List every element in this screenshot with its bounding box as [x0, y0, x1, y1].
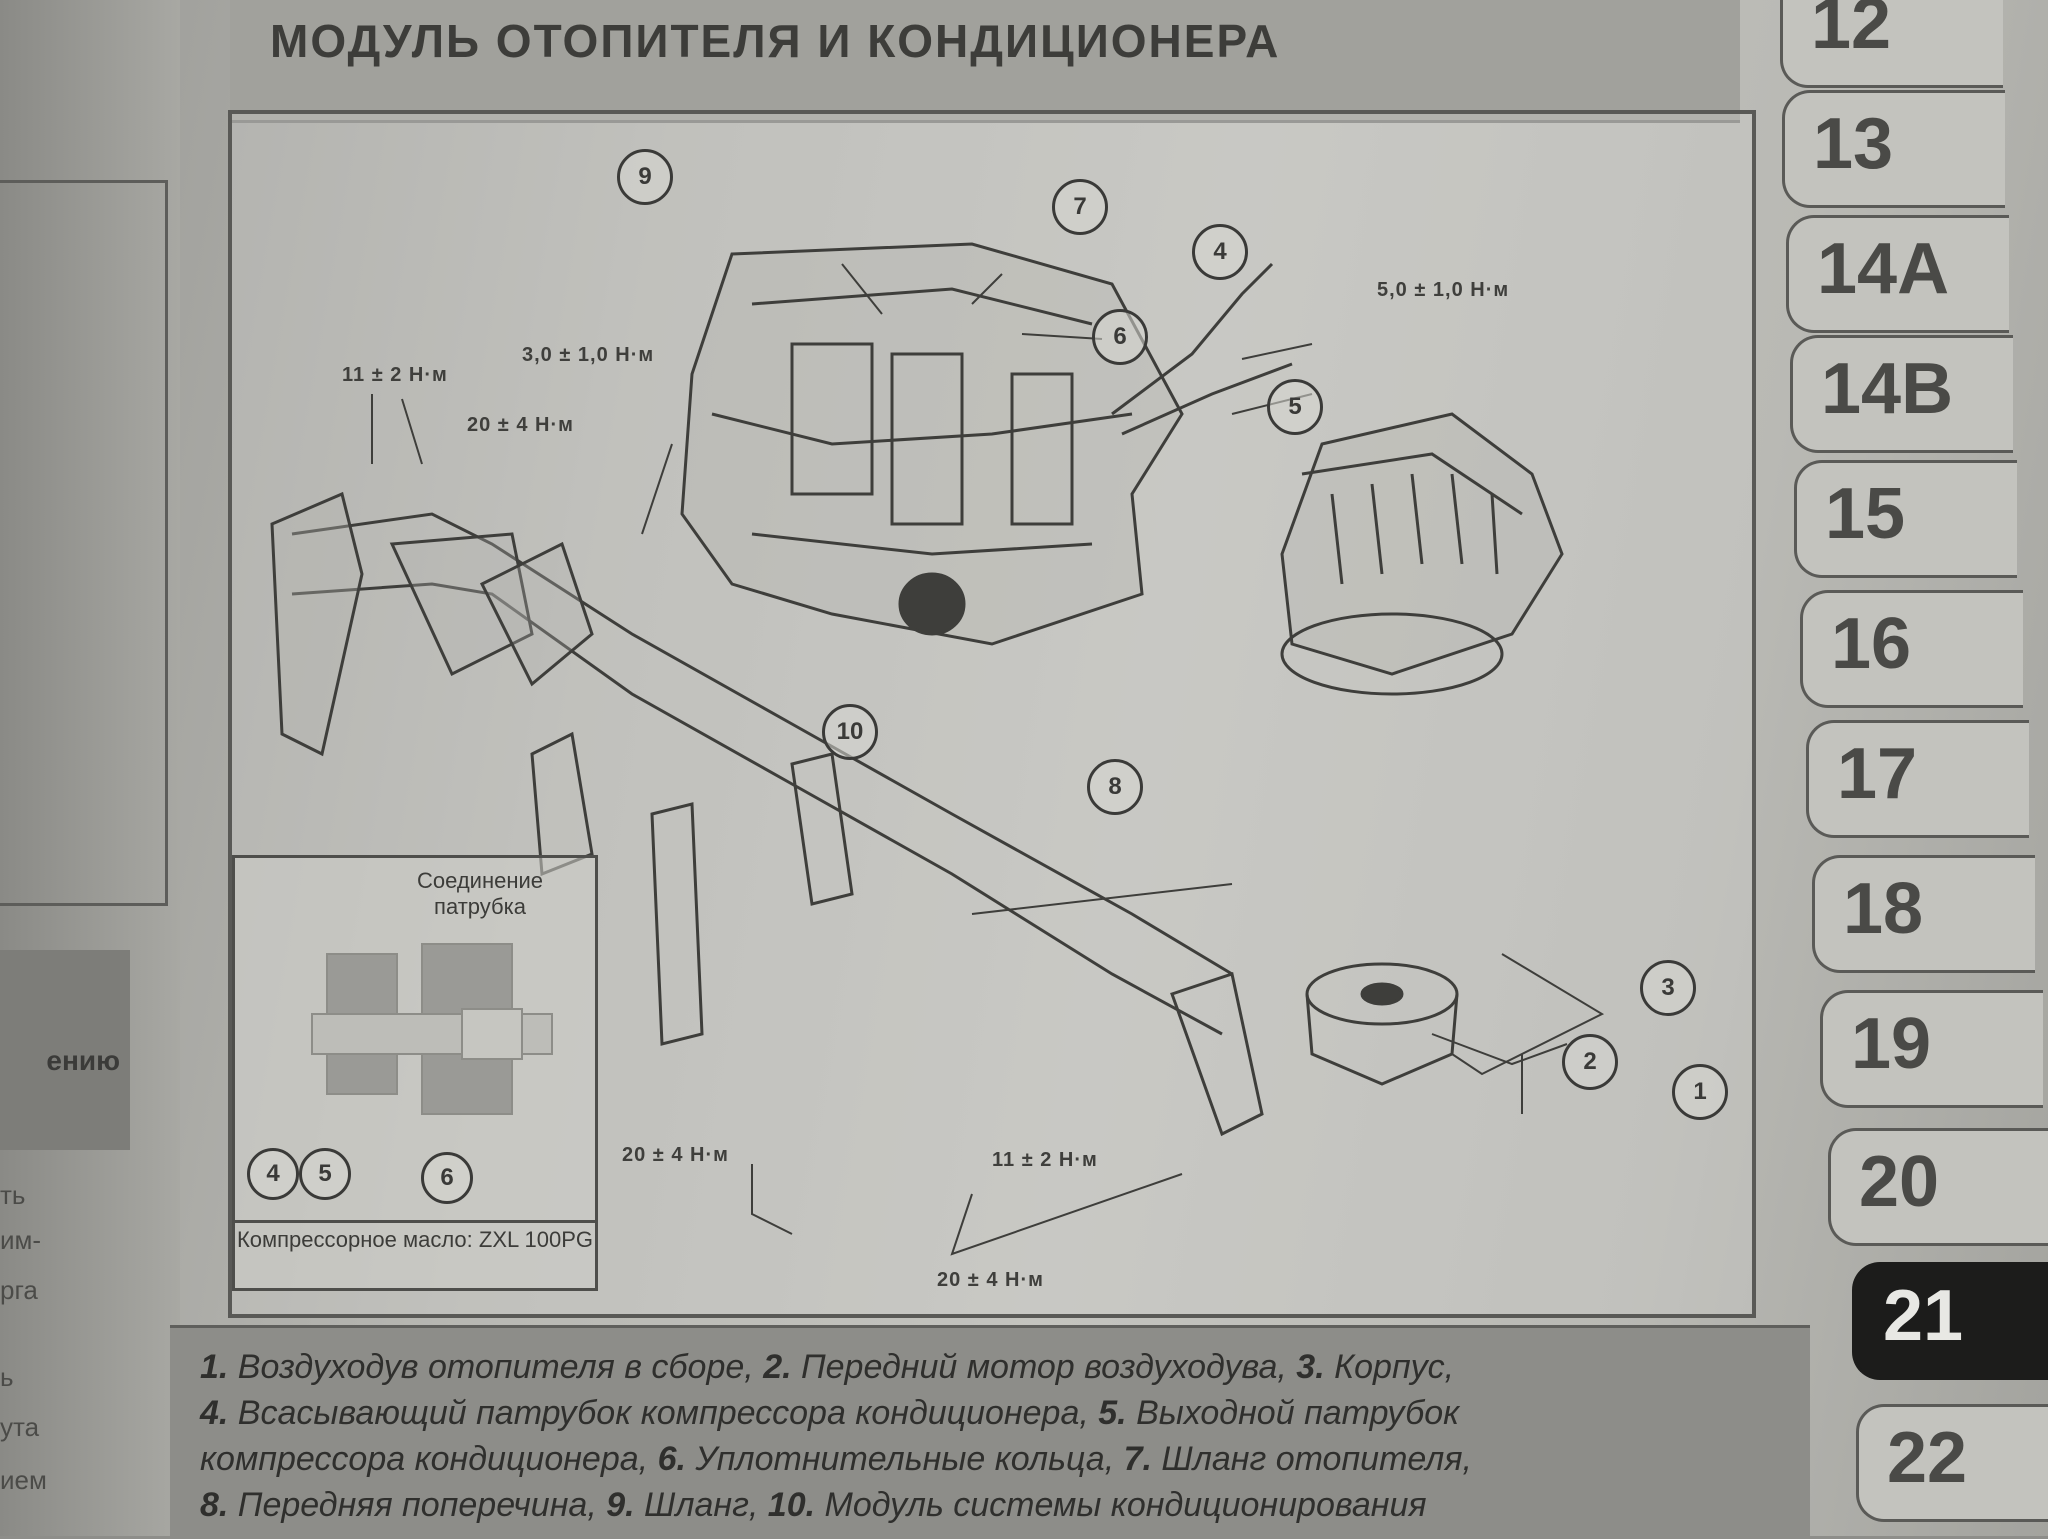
adjacent-page-header-box: ению	[0, 950, 130, 1150]
tab-14a[interactable]: 14A	[1786, 215, 2009, 333]
tab-12[interactable]: 12	[1780, 0, 2003, 88]
callout-5: 5	[1267, 379, 1323, 435]
adjacent-page-figure-frame	[0, 180, 168, 906]
inset-callout-4: 4	[247, 1148, 299, 1200]
tab-14b[interactable]: 14B	[1790, 335, 2013, 453]
torque-label: 11 ± 2 Н·м	[992, 1149, 1098, 1171]
legend-line-4: 8. Передняя поперечина, 9. Шланг, 10. Мо…	[200, 1486, 1427, 1524]
section-header: МОДУЛЬ ОТОПИТЕЛЯ И КОНДИЦИОНЕРА	[230, 0, 1740, 123]
tab-18[interactable]: 18	[1812, 855, 2035, 973]
callout-6: 6	[1092, 309, 1148, 365]
tab-15[interactable]: 15	[1794, 460, 2017, 578]
tab-22[interactable]: 22	[1856, 1404, 2048, 1522]
adjacent-page	[0, 0, 180, 1536]
adjacent-page-label: ению	[46, 1045, 120, 1076]
torque-label: 20 ± 4 Н·м	[467, 414, 574, 436]
inset-callout-6: 6	[421, 1152, 473, 1204]
inset-title: Соединение патрубка	[416, 868, 544, 919]
callout-10: 10	[822, 704, 878, 760]
tab-16[interactable]: 16	[1800, 590, 2023, 708]
torque-label: 20 ± 4 Н·м	[622, 1144, 729, 1166]
tab-13[interactable]: 13	[1782, 90, 2005, 208]
torque-label: 3,0 ± 1,0 Н·м	[522, 344, 655, 366]
tab-17[interactable]: 17	[1806, 720, 2029, 838]
callout-8: 8	[1087, 759, 1143, 815]
figure-legend: 1. Воздуходув отопителя в сборе, 2. Пере…	[170, 1325, 1810, 1539]
adjacent-fragment-4: ь	[0, 1362, 14, 1392]
hose-connection-inset: Соединение патрубка 4 5 6 Компрессорное …	[232, 855, 598, 1291]
callout-3: 3	[1640, 960, 1696, 1016]
callout-4: 4	[1192, 224, 1248, 280]
adjacent-fragment-5: ута	[0, 1412, 40, 1442]
torque-label: 20 ± 4 Н·м	[937, 1269, 1044, 1291]
torque-label: 11 ± 2 Н·м	[342, 364, 448, 386]
tab-21-active[interactable]: 21	[1852, 1262, 2048, 1380]
callout-2: 2	[1562, 1034, 1618, 1090]
adjacent-fragment-3: рга	[0, 1275, 38, 1305]
adjacent-fragment-2: им-	[0, 1225, 42, 1255]
inset-callout-5: 5	[299, 1148, 351, 1200]
callout-1: 1	[1672, 1064, 1728, 1120]
legend-line-3: компрессора кондиционера, 6. Уплотнитель…	[200, 1440, 1472, 1478]
legend-line-1: 1. Воздуходув отопителя в сборе, 2. Пере…	[200, 1348, 1455, 1386]
adjacent-fragment-6: ием	[0, 1465, 47, 1495]
adjacent-fragment-1: ть	[0, 1180, 26, 1210]
torque-label: 5,0 ± 1,0 Н·м	[1377, 279, 1510, 301]
tab-19[interactable]: 19	[1820, 990, 2043, 1108]
callout-7: 7	[1052, 179, 1108, 235]
tab-20[interactable]: 20	[1828, 1128, 2048, 1246]
callout-9: 9	[617, 149, 673, 205]
legend-line-2: 4. Всасывающий патрубок компрессора конд…	[200, 1394, 1460, 1432]
inset-caption: Компрессорное масло: ZXL 100PG	[235, 1220, 595, 1253]
section-title: МОДУЛЬ ОТОПИТЕЛЯ И КОНДИЦИОНЕРА	[270, 15, 1281, 67]
